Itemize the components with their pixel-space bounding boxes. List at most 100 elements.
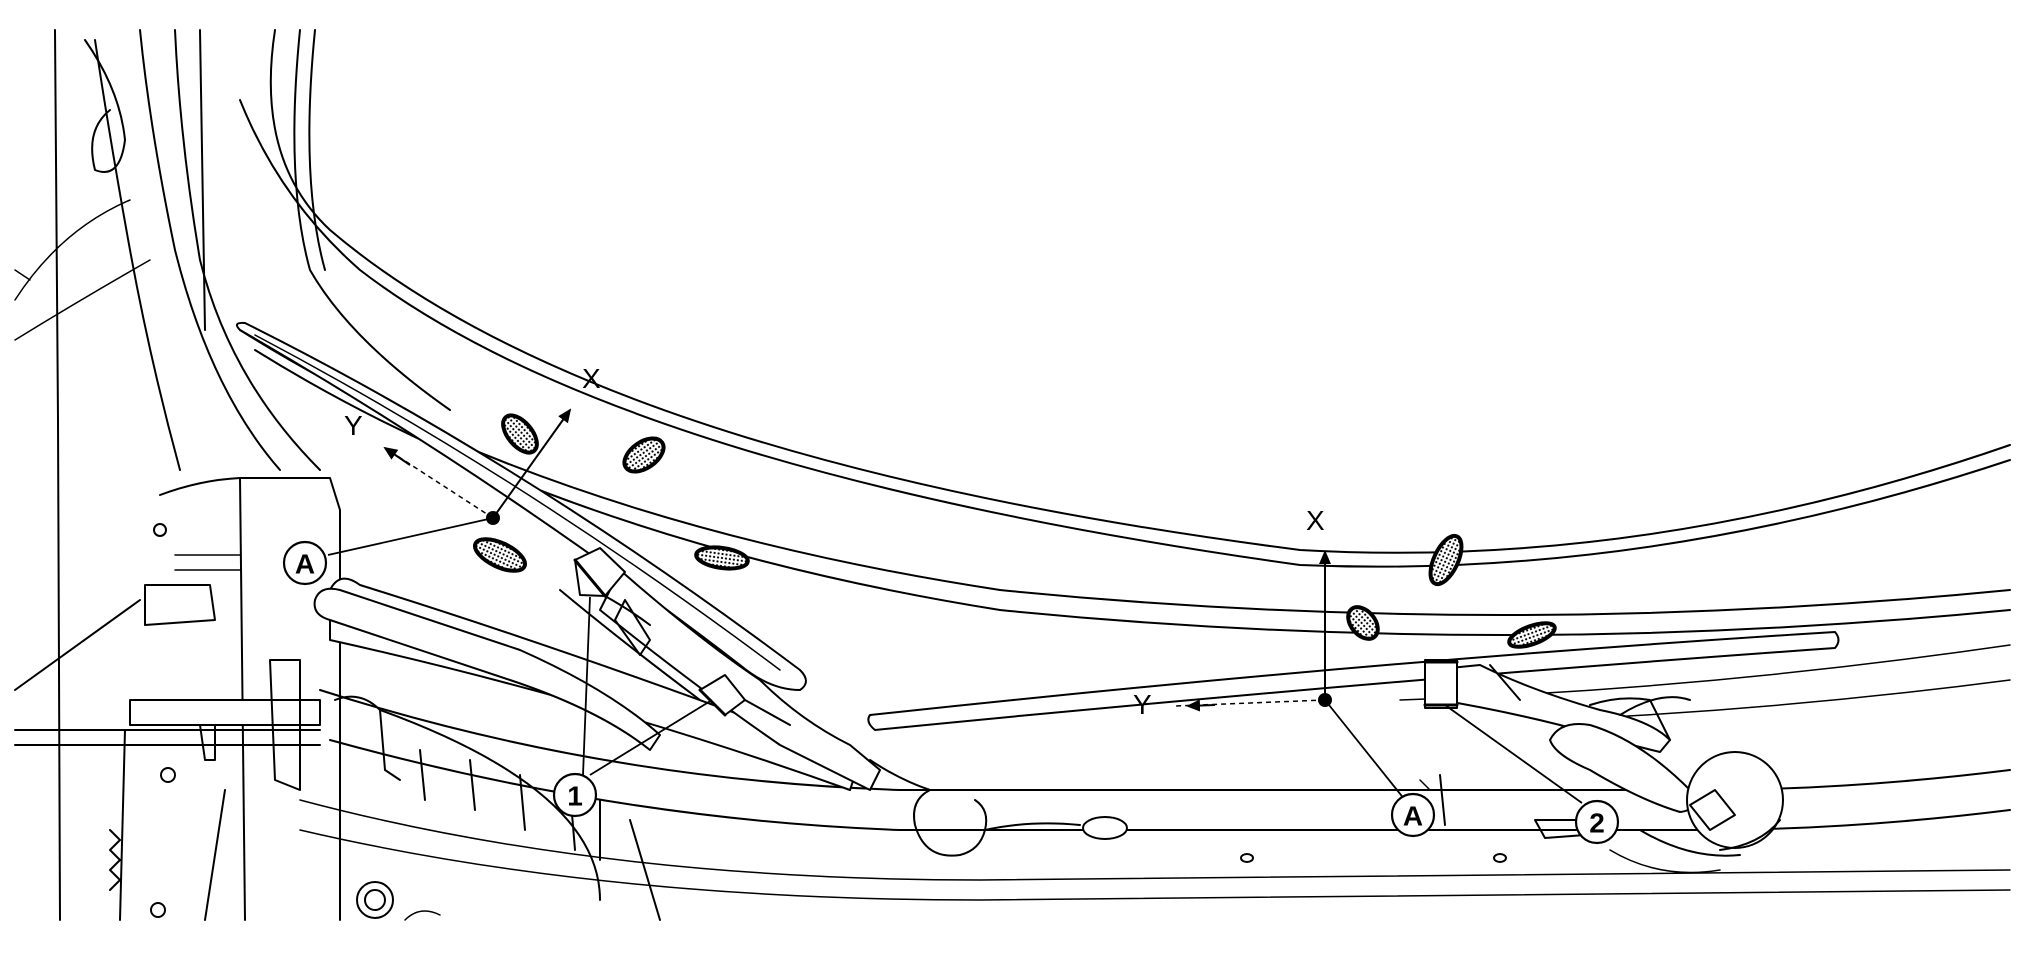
hose-connector-left xyxy=(1082,816,1128,840)
y-axis-arrow-right xyxy=(1186,699,1216,712)
hose-right-lower xyxy=(1639,829,1741,857)
clip-block xyxy=(269,659,301,791)
leader-2 xyxy=(1444,704,1583,804)
callout-a-left: A xyxy=(282,540,328,586)
windshield-edge-outer xyxy=(269,29,2011,554)
grommet-left xyxy=(356,881,394,919)
pivot-cap-right xyxy=(1549,723,1695,813)
hose-left-2 xyxy=(869,759,931,791)
clip-2-edges xyxy=(1423,660,1459,707)
hose-right-lower-2 xyxy=(1719,819,1781,851)
hole-1 xyxy=(1240,853,1254,863)
clips xyxy=(573,547,1459,726)
pivot-boss-right xyxy=(1686,751,1784,849)
washer-nozzles xyxy=(473,413,1557,649)
pillar-line-4 xyxy=(174,29,321,471)
nozzle-2 xyxy=(622,436,666,474)
cowl-box-left xyxy=(159,477,341,921)
hose-left xyxy=(984,822,1081,831)
vert-line-1 xyxy=(119,729,126,921)
bolt-1 xyxy=(153,523,167,537)
axes-left: X Y xyxy=(344,363,601,525)
bracket-small xyxy=(144,584,216,626)
pillar-curl xyxy=(84,39,126,173)
wiper-blade-right xyxy=(867,631,1840,731)
cowl-tube xyxy=(313,587,661,751)
y-axis-arrow-left xyxy=(383,446,411,466)
pillar-line-2 xyxy=(94,39,181,471)
vert-line-2 xyxy=(204,789,226,921)
wiper-arm-left xyxy=(235,321,1128,857)
cowl-lower-line-4 xyxy=(299,829,2011,901)
nozzle-7 xyxy=(1507,621,1557,649)
pillar-line-6 xyxy=(293,29,451,411)
wiper-blade-left xyxy=(235,321,807,691)
small-curve xyxy=(404,910,441,921)
callout-circle-a-left xyxy=(282,540,328,586)
callout-circle-a-right xyxy=(1390,792,1436,838)
callout-label-1: 1 xyxy=(567,781,583,812)
cowl-lower-line xyxy=(319,689,2011,791)
callout-label-2: 2 xyxy=(1589,808,1605,839)
nozzle-5 xyxy=(1428,533,1464,587)
callout-part-1: 1 xyxy=(552,772,598,818)
pillar-line-3 xyxy=(139,29,281,471)
grommet-left-inner xyxy=(364,889,386,911)
rib-6 xyxy=(629,819,661,921)
x-label-right: X xyxy=(1306,505,1325,536)
vehicle-body-structure xyxy=(14,29,2011,921)
bolt-3 xyxy=(150,902,166,918)
y-axis-dash-left xyxy=(384,447,494,519)
callout-part-2: 2 xyxy=(1574,799,1620,845)
y-label-right: Y xyxy=(1133,689,1152,720)
y-axis-dash-right xyxy=(1174,699,1326,707)
pivot-nut-right xyxy=(1689,789,1736,831)
clip-1-upper xyxy=(574,547,626,597)
rib-1 xyxy=(419,749,426,801)
bolt-2 xyxy=(160,767,176,783)
leader-1-upper xyxy=(582,596,591,776)
zigzag-edge xyxy=(109,829,121,891)
clip-1-upper-edge xyxy=(573,558,607,598)
axes-right: X Y xyxy=(1133,505,1332,720)
callout-label-a-left: A xyxy=(295,549,315,580)
wiper-arm-right-line xyxy=(1489,664,1521,701)
nozzle-3 xyxy=(473,537,527,573)
leader-a-left xyxy=(327,517,494,556)
y-label-left: Y xyxy=(344,410,363,441)
clip-1-upper-tail xyxy=(604,595,651,626)
pillar-arc-2 xyxy=(14,259,151,341)
nozzle-1 xyxy=(501,413,539,455)
callout-label-a-right: A xyxy=(1403,801,1423,832)
wiper-arm-right-body xyxy=(1429,664,1671,753)
pillar-line-7 xyxy=(308,29,326,271)
nozzle-6 xyxy=(1346,605,1380,641)
pillar-line-5 xyxy=(199,29,206,331)
leader-a-right xyxy=(1324,699,1406,801)
x-label-left: X xyxy=(582,363,601,394)
hole-2 xyxy=(1493,853,1507,863)
right-tick xyxy=(1419,779,1431,791)
bracket-leg xyxy=(199,724,216,761)
pillar-line-1 xyxy=(54,29,61,921)
wiper-arm-left-line xyxy=(559,589,701,701)
callout-circle-2 xyxy=(1574,799,1620,845)
windshield-edge-inner xyxy=(239,99,2011,568)
callout-a-right: A xyxy=(1390,792,1436,838)
bracket-top xyxy=(129,699,321,726)
cowl-curve xyxy=(379,709,601,901)
pivot-line xyxy=(1619,696,1691,716)
hose-right-lower-3 xyxy=(1609,849,1721,874)
clip-1-lower-edge xyxy=(698,688,727,717)
x-axis-arrow-left xyxy=(492,408,572,519)
cowl-lower-line-2 xyxy=(329,739,2011,831)
clip-2 xyxy=(1424,659,1458,709)
nozzle-4 xyxy=(694,545,750,571)
wiper-blade-left-inner xyxy=(254,334,781,671)
diagonal-line xyxy=(14,599,141,691)
cowl-flange xyxy=(334,695,401,781)
hose-loop-left xyxy=(913,789,988,857)
cowl-lower-line-3 xyxy=(299,799,2011,881)
wiper-arm-right xyxy=(867,631,1840,874)
